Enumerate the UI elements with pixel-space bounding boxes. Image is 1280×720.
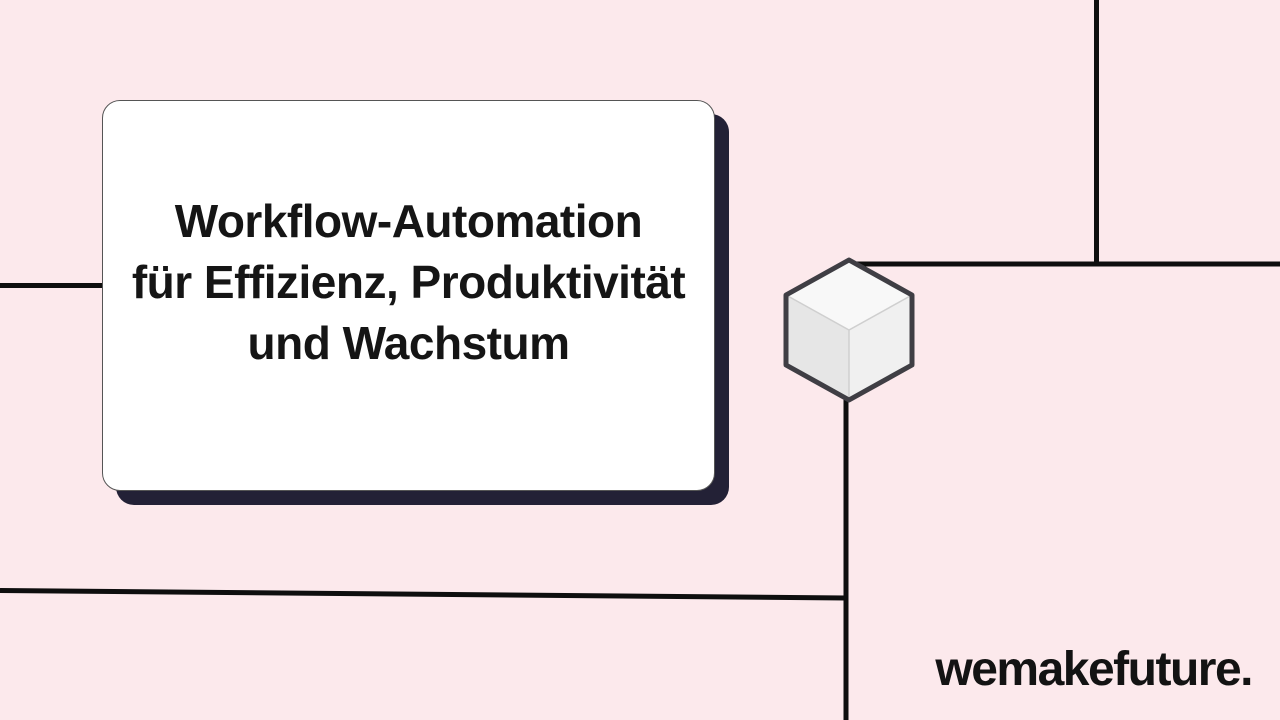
- slide-title-line-3: und Wachstum: [247, 317, 570, 369]
- cube-inner-edges: [785, 294, 913, 400]
- cube-outline: [783, 257, 915, 403]
- slide-title-line-1: Workflow-Automation: [174, 195, 643, 247]
- cube-icon: [783, 257, 915, 403]
- brand-logo: wemakefuture.: [935, 643, 1253, 696]
- slide-title: Workflow-Automation für Effizienz, Produ…: [103, 191, 714, 374]
- slide-title-line-2: für Effizienz, Produktivität: [131, 256, 686, 308]
- title-card: Workflow-Automation für Effizienz, Produ…: [102, 100, 715, 491]
- line-lower-horizontal: [0, 588, 847, 601]
